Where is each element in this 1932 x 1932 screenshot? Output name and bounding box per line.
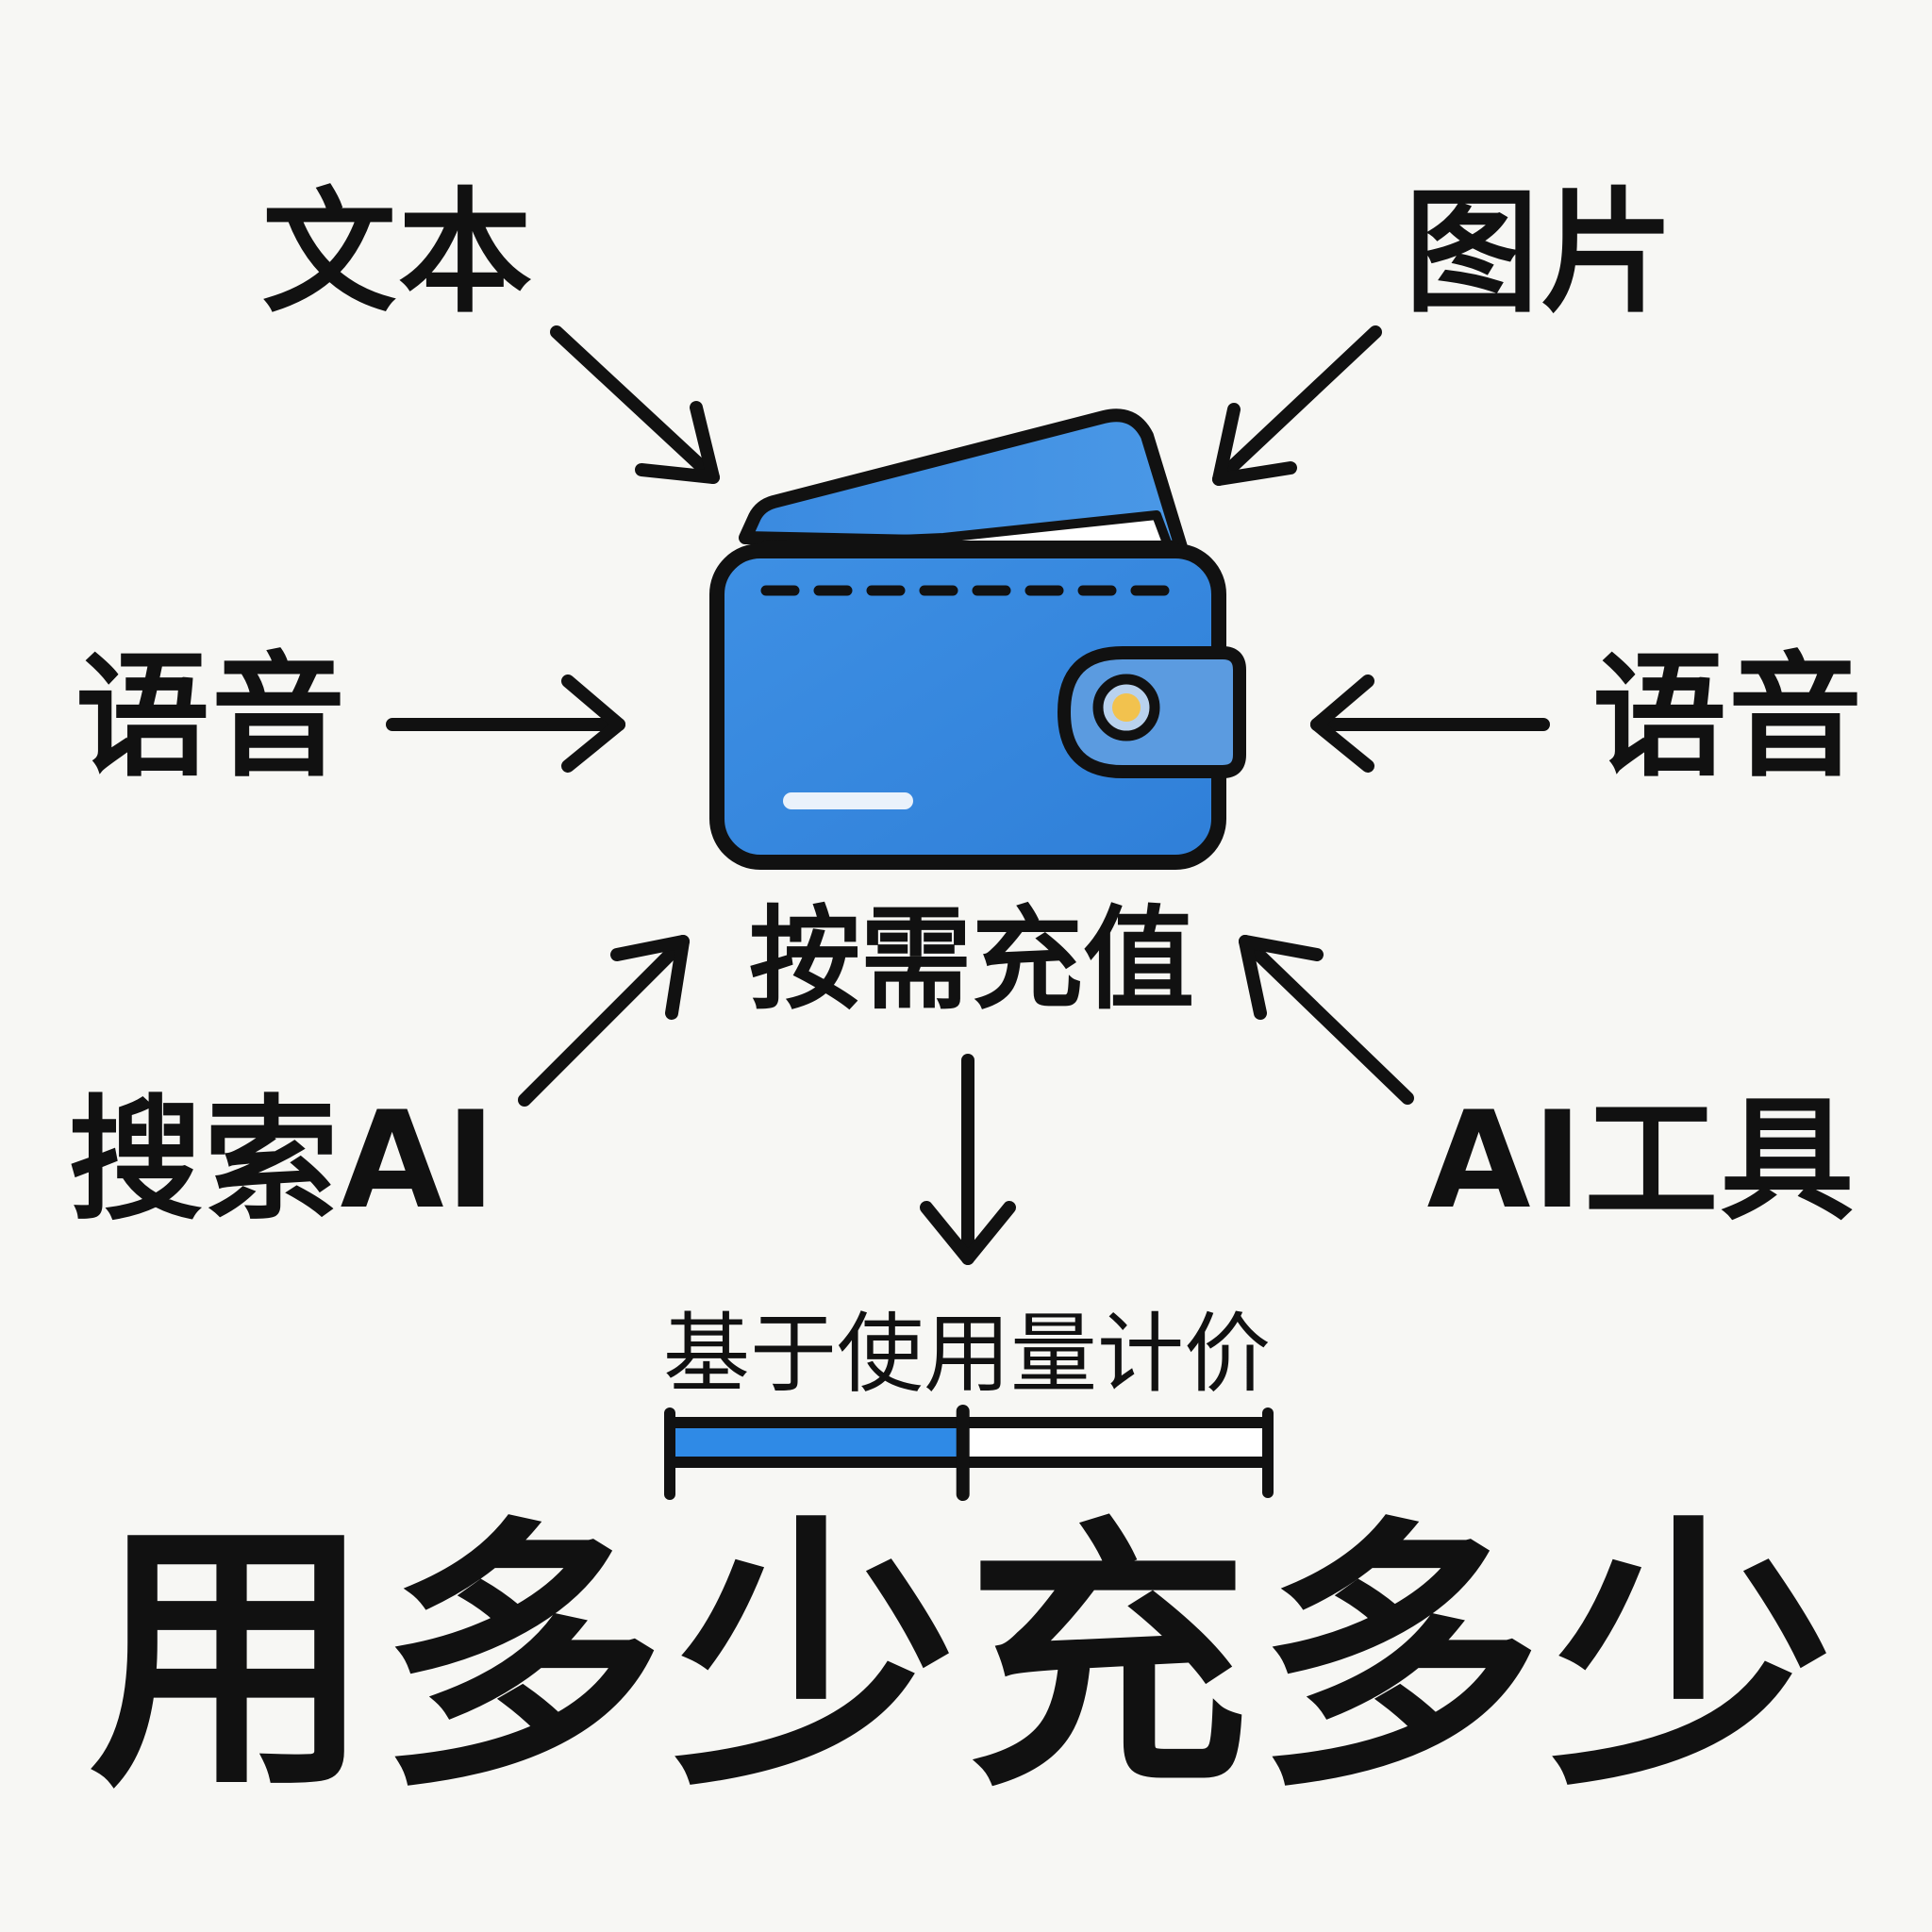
input-label-text: 文本 [262, 175, 534, 331]
wallet-highlight [783, 792, 913, 809]
pricing-label: 基于使用量计价 [662, 1304, 1271, 1405]
usage-bar [664, 1405, 1274, 1501]
arrow-down-to-pricing [920, 1054, 1016, 1265]
arrow-voice-right-to-wallet [1310, 675, 1550, 773]
input-label-search-ai: 搜索AI [68, 1083, 498, 1239]
usage-bar-fill [670, 1423, 963, 1462]
arrow-search-ai-to-center [518, 935, 690, 1107]
arrow-ai-tools-to-center [1239, 935, 1414, 1105]
wallet-card-back [739, 408, 1188, 554]
input-label-voice-left: 语音 [75, 640, 347, 795]
input-label-voice-right: 语音 [1592, 640, 1864, 795]
arrow-voice-left-to-wallet [386, 675, 625, 773]
center-label-on-demand-recharge: 按需充值 [748, 894, 1194, 1024]
wallet-clasp-stud [1112, 693, 1141, 722]
arrow-image-to-wallet [1212, 325, 1382, 486]
wallet-icon [709, 408, 1246, 870]
input-label-ai-tools: AI工具 [1426, 1083, 1857, 1239]
slogan-title: 用多少充多少 [89, 1495, 1843, 1824]
input-label-image: 图片 [1405, 175, 1676, 331]
arrow-text-to-wallet [550, 325, 720, 484]
